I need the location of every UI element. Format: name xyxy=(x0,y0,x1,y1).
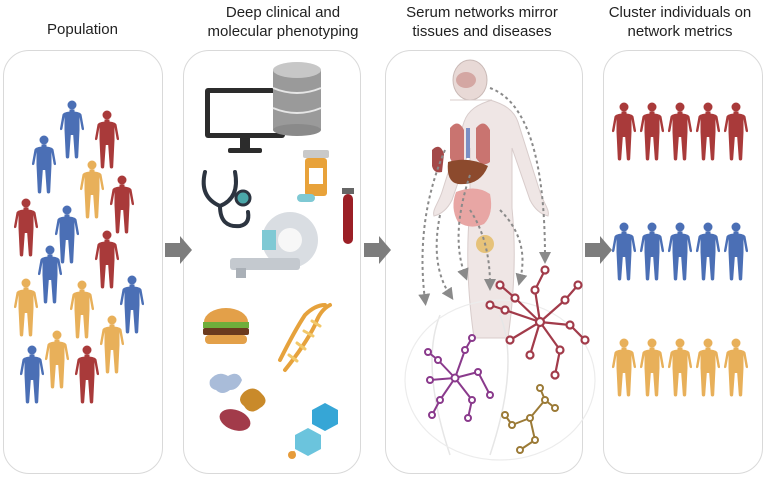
molecule-icon xyxy=(288,403,338,459)
mri-scanner-icon xyxy=(230,212,318,278)
tissue-connection-arrows xyxy=(418,87,551,306)
arrow-2 xyxy=(364,236,391,264)
population-crowd xyxy=(13,100,145,404)
panel-title-serum-networks: Serum networks mirror tissues and diseas… xyxy=(406,4,558,40)
organ-icons xyxy=(432,72,494,253)
flow-arrows xyxy=(165,236,612,264)
panel-title-phenotyping: Deep clinical and molecular phenotyping xyxy=(207,4,359,40)
monitor-icon xyxy=(205,88,285,153)
microbe-icons xyxy=(209,373,266,431)
cluster-yellow xyxy=(611,338,749,397)
arrow-1 xyxy=(165,236,192,264)
cluster-blue xyxy=(611,222,749,281)
burger-icon xyxy=(203,308,249,344)
dna-icon xyxy=(278,303,332,372)
panel-title-cluster: Cluster individuals on network metrics xyxy=(608,4,752,40)
network-red xyxy=(485,265,590,380)
network-brown xyxy=(501,384,559,454)
blood-tube-icon xyxy=(342,188,354,244)
stethoscope-icon xyxy=(201,170,252,229)
arrow-3 xyxy=(585,236,612,264)
panel-title-population: Population xyxy=(47,21,118,38)
database-icon xyxy=(272,62,322,136)
network-purple xyxy=(424,334,494,422)
pill-bottle-icon xyxy=(297,150,329,202)
body-outline xyxy=(404,59,596,461)
cluster-red xyxy=(611,102,749,161)
